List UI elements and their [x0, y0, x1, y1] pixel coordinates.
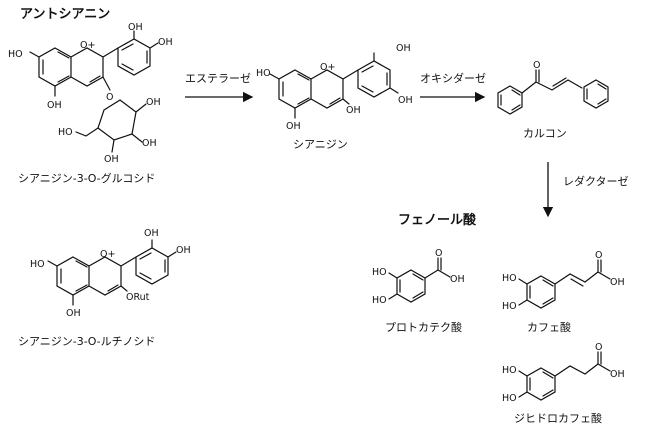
oh-label: OH — [144, 228, 159, 239]
oh-label: OH — [450, 274, 465, 285]
compound-label-caffeic-acid: カフェ酸 — [527, 320, 571, 334]
esterase-label: エステラーゼ — [185, 72, 251, 85]
protocatechuic-acid-structure — [388, 257, 451, 303]
caffeic-acid-structure — [518, 259, 611, 309]
carbonyl-o-label: O — [595, 250, 602, 261]
compound-label-cyanidin-3-glucoside: シアニジン-3-O-グルコシド — [18, 171, 155, 185]
ho-label: HO — [256, 68, 271, 79]
oh-label: OH — [398, 95, 413, 106]
compound-label-protocatechuic-acid: プロトカテク酸 — [385, 320, 462, 334]
ho-label: HO — [502, 301, 517, 312]
carbonyl-o-label: O — [435, 248, 442, 259]
compound-label-chalcone: カルコン — [523, 127, 567, 140]
oh-label: OH — [66, 308, 81, 319]
oh-label: OH — [146, 97, 161, 108]
chalcone-structure — [497, 69, 609, 115]
ho-label: HO — [372, 267, 387, 278]
ring-o-plus-label: O+ — [100, 249, 115, 260]
ho-label: HO — [502, 393, 517, 404]
oxidase-label: オキシダーゼ — [420, 71, 486, 85]
ho-label: HO — [30, 259, 45, 270]
oh-label: OH — [104, 154, 119, 165]
orut-label: ORut — [126, 292, 150, 303]
oh-label: OH — [47, 100, 62, 111]
ring-o-plus-label: O+ — [320, 62, 335, 73]
phenolic-acid-heading: フェノール酸 — [398, 212, 477, 228]
oh-label: OH — [610, 369, 625, 380]
ho-label: HO — [502, 273, 517, 284]
compound-label-cyanidin-3-rutinoside: シアニジン-3-O-ルチノシド — [18, 335, 155, 348]
oh-label: OH — [176, 245, 191, 256]
oh-label: OH — [128, 22, 143, 33]
cyanidin-3-glucoside-structure — [29, 30, 159, 153]
ring-o-label: O — [106, 92, 113, 103]
ho-label: HO — [372, 295, 387, 306]
anthocyanin-heading: アントシアニン — [20, 7, 110, 22]
oh-label: OH — [142, 138, 157, 149]
dihydrocaffeic-acid-structure — [518, 351, 611, 401]
carbonyl-o-label: O — [533, 60, 540, 71]
reductase-label: レダクターゼ — [563, 174, 629, 188]
cyanidin-structure — [269, 52, 399, 119]
carbonyl-o-label: O — [595, 342, 602, 353]
oh-label: OH — [286, 121, 301, 132]
compound-label-dihydrocaffeic-acid: ジヒドロカフェ酸 — [514, 411, 602, 425]
oh-label: OH — [610, 277, 625, 288]
ring-o-plus-label: O+ — [80, 40, 95, 51]
compound-label-cyanidin: シアニジン — [293, 138, 348, 151]
oh-label: OH — [396, 43, 411, 54]
ho-label: HO — [502, 365, 517, 376]
oh-label: OH — [158, 37, 173, 48]
ho-label: HO — [8, 49, 23, 60]
cyanidin-3-rutinoside-structure — [47, 239, 177, 306]
ho-label: HO — [58, 127, 73, 138]
oh-label: OH — [346, 105, 361, 116]
